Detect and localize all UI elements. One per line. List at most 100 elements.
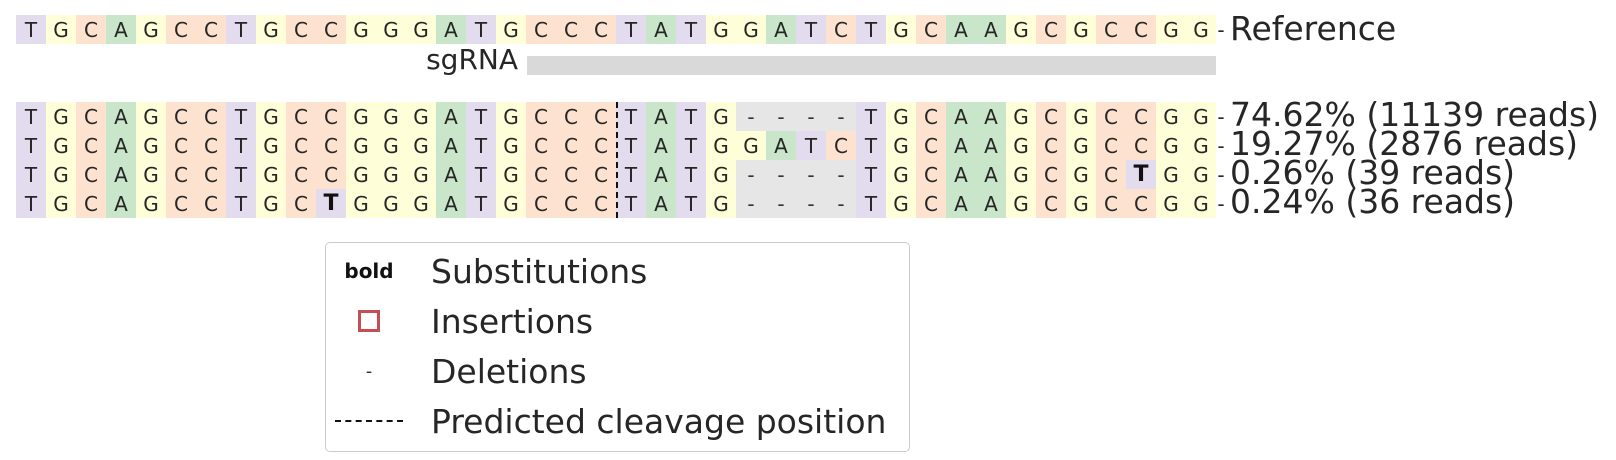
allele-base-cell: G (1186, 189, 1216, 218)
allele-base-cell: G (1156, 131, 1186, 160)
reference-base-cell: G (1186, 15, 1216, 44)
allele-base-cell: C (586, 102, 616, 131)
reference-base-cell: C (1096, 15, 1126, 44)
allele-base-cell: C (1036, 131, 1066, 160)
allele-deletion-cell: - (826, 189, 856, 218)
allele-base-cell: T (856, 189, 886, 218)
reference-end-marker: - (1217, 17, 1225, 42)
reference-base-cell: C (316, 15, 346, 44)
allele-base-cell: A (436, 160, 466, 189)
allele-deletion-cell: - (796, 160, 826, 189)
allele-base-cell: T (466, 102, 496, 131)
allele-base-cell: G (256, 189, 286, 218)
legend-cleavage-key (334, 401, 404, 441)
allele-base-cell: T (856, 160, 886, 189)
allele-base-cell: C (916, 131, 946, 160)
allele-base-cell: C (76, 160, 106, 189)
allele-base-cell: G (136, 131, 166, 160)
allele-base-cell: C (286, 160, 316, 189)
allele-base-cell: G (1066, 189, 1096, 218)
allele-base-cell: C (76, 102, 106, 131)
allele-base-cell: A (946, 102, 976, 131)
allele-base-cell: C (196, 131, 226, 160)
allele-base-cell: C (826, 131, 856, 160)
legend-insertion-key (334, 301, 404, 341)
allele-deletion-cell: - (736, 102, 766, 131)
allele-base-cell: A (946, 189, 976, 218)
reference-base-cell: A (946, 15, 976, 44)
allele-base-cell: C (916, 189, 946, 218)
allele-substitution-cell: T (1126, 160, 1156, 189)
allele-base-cell: G (46, 189, 76, 218)
allele-base-cell: T (856, 102, 886, 131)
cleavage-line (616, 102, 618, 218)
allele-substitution-cell: T (316, 189, 346, 218)
allele-base-cell: A (436, 189, 466, 218)
reference-base-cell: C (196, 15, 226, 44)
allele-base-cell: G (136, 102, 166, 131)
allele-base-cell: G (706, 102, 736, 131)
allele-base-cell: C (916, 160, 946, 189)
allele-base-cell: C (556, 131, 586, 160)
allele-base-cell: A (946, 131, 976, 160)
allele-base-cell: G (1156, 189, 1186, 218)
reference-base-cell: G (376, 15, 406, 44)
allele-base-cell: A (976, 131, 1006, 160)
allele-base-cell: A (106, 102, 136, 131)
allele-base-cell: G (886, 102, 916, 131)
allele-base-cell: G (406, 131, 436, 160)
reference-base-cell: C (916, 15, 946, 44)
allele-base-cell: G (886, 189, 916, 218)
bold-marker: bold (344, 259, 394, 283)
allele-base-cell: G (496, 131, 526, 160)
allele-base-cell: T (676, 102, 706, 131)
legend-deletion-key: - (334, 351, 404, 391)
allele-base-cell: G (496, 102, 526, 131)
reference-base-cell: G (1156, 15, 1186, 44)
allele-base-cell: G (1156, 160, 1186, 189)
legend: bold Substitutions Insertions - Deletion… (325, 242, 910, 452)
allele-base-cell: G (406, 102, 436, 131)
allele-base-cell: T (466, 131, 496, 160)
sgrna-bar (527, 56, 1216, 75)
allele-base-cell: A (646, 131, 676, 160)
allele-base-cell: C (586, 131, 616, 160)
allele-base-cell: C (1036, 102, 1066, 131)
reference-base-cell: A (976, 15, 1006, 44)
reference-base-cell: C (166, 15, 196, 44)
allele-deletion-cell: - (736, 160, 766, 189)
allele-base-cell: G (1006, 189, 1036, 218)
allele-base-cell: C (1096, 189, 1126, 218)
allele-base-cell: T (676, 189, 706, 218)
allele-base-cell: T (16, 189, 46, 218)
allele-deletion-cell: - (796, 189, 826, 218)
allele-base-cell: T (16, 131, 46, 160)
allele-base-cell: G (256, 160, 286, 189)
legend-substitutions: bold Substitutions (326, 251, 909, 291)
reference-base-cell: C (1036, 15, 1066, 44)
allele-base-cell: C (196, 102, 226, 131)
reference-base-cell: C (286, 15, 316, 44)
allele-base-cell: C (286, 131, 316, 160)
allele-base-cell: G (346, 102, 376, 131)
allele-end-marker: - (1217, 133, 1225, 158)
reference-base-cell: T (616, 15, 646, 44)
reference-base-cell: A (436, 15, 466, 44)
allele-frequency-label: 19.27% (2876 reads) (1230, 124, 1579, 163)
allele-base-cell: G (496, 189, 526, 218)
allele-base-cell: C (526, 189, 556, 218)
allele-base-cell: G (406, 189, 436, 218)
allele-base-cell: G (46, 102, 76, 131)
allele-frequency-label: 74.62% (11139 reads) (1230, 95, 1600, 134)
reference-base-cell: G (46, 15, 76, 44)
legend-bold-key: bold (334, 251, 404, 291)
sgrna-label: sgRNA (426, 43, 518, 76)
reference-base-cell: C (586, 15, 616, 44)
reference-base-cell: G (406, 15, 436, 44)
allele-base-cell: C (1096, 131, 1126, 160)
reference-base-cell: G (136, 15, 166, 44)
allele-base-cell: G (46, 131, 76, 160)
allele-base-cell: G (1066, 102, 1096, 131)
allele-base-cell: G (256, 102, 286, 131)
